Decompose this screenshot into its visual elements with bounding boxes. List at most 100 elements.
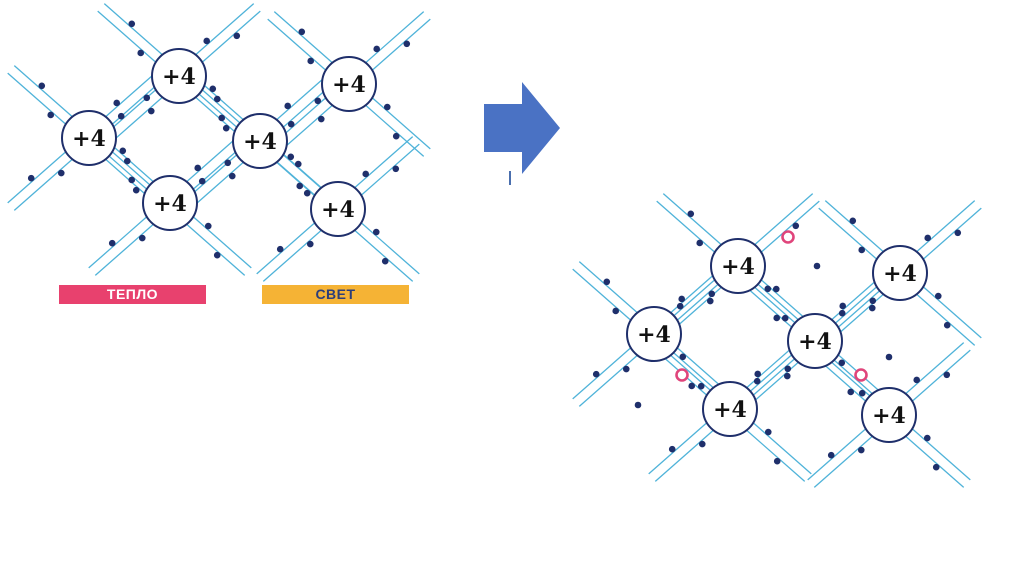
atom-label: +4 bbox=[72, 126, 106, 152]
electron bbox=[218, 115, 225, 122]
electron bbox=[113, 100, 120, 107]
electron bbox=[128, 177, 135, 184]
bond-line bbox=[8, 151, 66, 202]
electron bbox=[148, 108, 155, 115]
electron bbox=[913, 377, 920, 384]
bond-line bbox=[372, 19, 431, 70]
electron bbox=[38, 83, 45, 90]
electron bbox=[209, 86, 216, 93]
electron bbox=[784, 366, 791, 373]
electron bbox=[392, 166, 399, 173]
electron bbox=[214, 252, 221, 259]
electron bbox=[839, 310, 846, 317]
bond-line bbox=[663, 194, 722, 245]
bond-line bbox=[365, 12, 424, 63]
bond-line bbox=[905, 343, 964, 394]
atoms: +4+4+4+4+4+4 bbox=[627, 239, 927, 442]
electron bbox=[373, 229, 380, 236]
electron bbox=[143, 95, 150, 102]
electron bbox=[133, 187, 140, 194]
electron bbox=[679, 354, 686, 361]
electron bbox=[194, 165, 201, 172]
electron bbox=[782, 315, 789, 322]
heat-label: ТЕПЛО bbox=[59, 285, 206, 304]
bond-line bbox=[655, 430, 714, 481]
bond-line bbox=[354, 137, 413, 188]
electron bbox=[792, 223, 799, 230]
electron bbox=[118, 113, 125, 120]
electron bbox=[233, 33, 240, 40]
atom-label: +4 bbox=[153, 191, 187, 217]
electron bbox=[954, 230, 961, 237]
electron bbox=[58, 170, 65, 177]
light-label: СВЕТ bbox=[262, 285, 409, 304]
electron bbox=[119, 148, 126, 155]
electron bbox=[393, 133, 400, 140]
bond-line bbox=[14, 159, 73, 210]
hole bbox=[677, 370, 688, 381]
electron bbox=[382, 258, 389, 265]
electron bbox=[295, 161, 302, 168]
electron bbox=[296, 183, 303, 190]
electron bbox=[28, 175, 35, 182]
free-electron bbox=[635, 402, 642, 409]
bond-line bbox=[923, 286, 982, 337]
electron bbox=[137, 50, 144, 57]
electron bbox=[214, 96, 221, 103]
electron bbox=[943, 372, 950, 379]
electron bbox=[307, 241, 314, 248]
electron bbox=[765, 429, 772, 436]
electron bbox=[687, 211, 694, 218]
bond-line bbox=[657, 201, 716, 252]
electron bbox=[224, 160, 231, 167]
electron bbox=[828, 452, 835, 459]
atom-label: +4 bbox=[883, 261, 917, 287]
bond-line bbox=[89, 216, 148, 267]
electron bbox=[707, 298, 714, 305]
electron bbox=[933, 464, 940, 471]
bond-line bbox=[193, 216, 252, 267]
electron bbox=[139, 235, 146, 242]
atom-label: +4 bbox=[243, 129, 277, 155]
electron bbox=[935, 293, 942, 300]
electron bbox=[849, 218, 856, 225]
bond-line bbox=[905, 436, 964, 487]
electron bbox=[314, 98, 321, 105]
electron bbox=[47, 112, 54, 119]
bond-line bbox=[923, 208, 982, 259]
atom-label: +4 bbox=[637, 322, 671, 348]
electron bbox=[199, 178, 206, 185]
electron bbox=[128, 21, 135, 28]
electron bbox=[298, 29, 305, 36]
electron bbox=[229, 173, 236, 180]
electron bbox=[924, 235, 931, 242]
electron bbox=[699, 441, 706, 448]
bond-line bbox=[579, 262, 638, 313]
bond-line bbox=[195, 4, 254, 55]
electron bbox=[384, 104, 391, 111]
bond-line bbox=[274, 12, 333, 63]
free-electron bbox=[886, 354, 893, 361]
bond-line bbox=[573, 347, 632, 398]
atom-label: +4 bbox=[162, 64, 196, 90]
electron bbox=[318, 116, 325, 123]
electron bbox=[373, 46, 380, 53]
electron bbox=[304, 190, 311, 197]
electron bbox=[205, 223, 212, 230]
electron bbox=[603, 279, 610, 286]
bond-line bbox=[808, 428, 867, 479]
electron bbox=[869, 298, 876, 305]
bond-line bbox=[649, 422, 708, 473]
bond-line bbox=[186, 224, 245, 275]
bond-line bbox=[361, 222, 420, 273]
atom-label: +4 bbox=[321, 197, 355, 223]
bond-line bbox=[579, 355, 638, 406]
bond-line bbox=[14, 66, 73, 117]
electron bbox=[944, 322, 951, 329]
bond-line bbox=[361, 144, 420, 195]
electron bbox=[859, 390, 866, 397]
atom-label: +4 bbox=[872, 403, 906, 429]
arrow-tick-mark bbox=[509, 171, 511, 185]
electron bbox=[838, 360, 845, 367]
electron bbox=[669, 446, 676, 453]
